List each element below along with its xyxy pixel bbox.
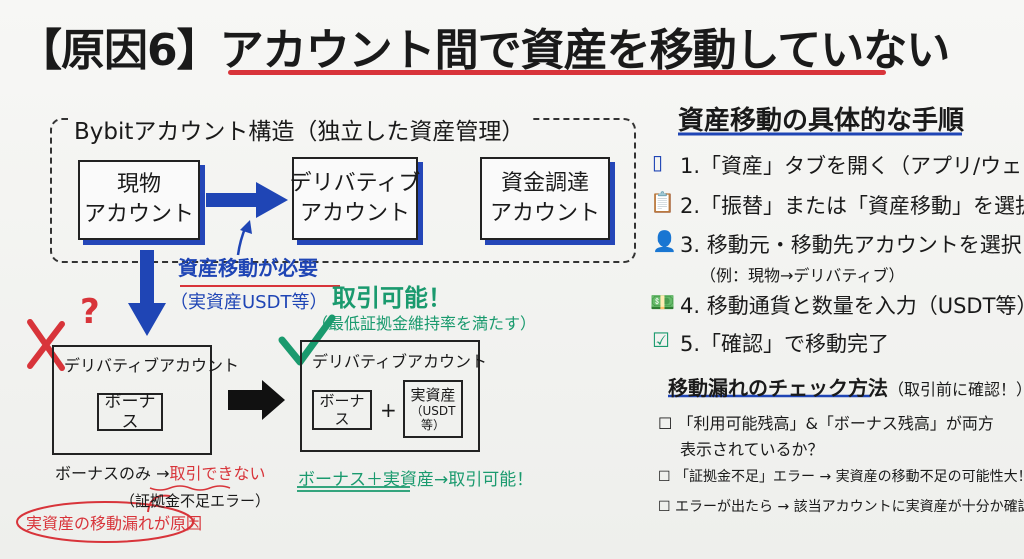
up-arrow-icon <box>236 220 252 256</box>
down-arrow-icon <box>128 250 166 336</box>
check-item-1-cont: 表示されているか？ <box>680 440 824 459</box>
step-3-example: （例：現物→デリバティブ） <box>700 266 905 285</box>
clipboard-edit-icon: 📋 <box>650 190 675 214</box>
before-account-title: デリバティブアカウント <box>64 356 240 375</box>
real-asset-box: 実資産（USDT等） <box>403 380 463 438</box>
check-item-3: ☐ エラーが出たら → 該当アカウントに実資産が十分か確認！ <box>658 499 1024 515</box>
after-result-rest: →取引可能！ <box>434 470 534 490</box>
check-heading-note: （取引前に確認！） <box>888 380 1024 399</box>
procedure-heading: 資産移動の具体的な手順 <box>678 106 965 136</box>
check-item-1: ☐ 「利用可能残高」&「ボーナス残高」が両方 <box>658 414 994 433</box>
black-arrow-icon <box>228 380 285 420</box>
title-underline <box>228 70 886 75</box>
smartphone-icon: ▯ <box>652 150 664 174</box>
before-result-bad: 取引できない <box>169 464 266 483</box>
spot-account-box: 現物 アカウント <box>78 160 200 240</box>
step-5: 5.「確認」で移動完了 <box>680 332 890 356</box>
plus-sign: + <box>380 398 397 422</box>
margin-error-note: （証拠金不足エラー） <box>120 492 271 510</box>
check-item-2: ☐ 「証拠金不足」エラー → 実資産の移動不足の可能性大！ <box>658 469 1024 485</box>
step-4: 4. 移動通貨と数量を入力（USDT等） <box>680 294 1024 318</box>
question-mark: ? <box>80 292 100 332</box>
user-icon: 👤 <box>652 229 677 253</box>
cause-bubble <box>16 501 194 543</box>
structure-label: Bybitアカウント構造（独立した資産管理） <box>68 112 531 146</box>
transfer-note: （実資産USDT等） <box>170 292 328 313</box>
transfer-needed-label: 資産移動が必要 <box>178 256 318 280</box>
before-bonus-box: ボーナス <box>97 392 163 432</box>
step-2: 2.「振替」または「資産移動」を選択 <box>680 194 1024 218</box>
before-derivatives-box <box>52 345 212 455</box>
funding-account-box: 資金調達 アカウント <box>480 157 610 240</box>
step-3: 3. 移動元・移動先アカウントを選択 <box>680 233 1022 257</box>
cross-icon <box>27 319 65 371</box>
tradable-note: （最低証拠金維持率を満たす） <box>312 314 537 333</box>
step-1: 1.「資産」タブを開く（アプリ/ウェブ） <box>680 154 1024 178</box>
right-arrow-icon <box>206 182 288 218</box>
cause-text: 実資産の移動漏れが原因 <box>26 514 203 533</box>
after-bonus-box: ボーナス <box>312 390 372 430</box>
before-result-prefix: ボーナスのみ → <box>55 464 170 483</box>
money-icon: 💵 <box>650 290 675 314</box>
after-result-emph: ボーナス＋実資産 <box>298 470 434 490</box>
real-asset-note: （USDT等） <box>410 403 456 432</box>
check-heading: 移動漏れのチェック方法 <box>668 376 888 400</box>
tradable-label: 取引可能！ <box>332 284 452 312</box>
derivatives-account-box: デリバティブ アカウント <box>290 157 420 240</box>
page-title: 【原因6】アカウント間で資産を移動していない <box>18 25 950 76</box>
after-account-title: デリバティブアカウント <box>312 352 488 371</box>
real-asset-label: 実資産 <box>410 385 456 404</box>
checkbox-checked-icon: ☑ <box>652 328 670 352</box>
after-derivatives-box <box>300 340 480 452</box>
